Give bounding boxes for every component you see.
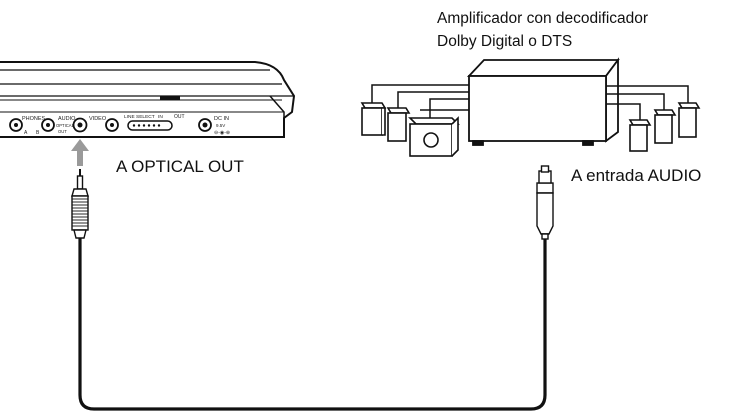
phones-a-label: A — [24, 130, 28, 136]
amplifier-title-line1: Amplificador con decodificador — [437, 10, 649, 27]
speaker-rear-right — [677, 102, 701, 138]
speaker-center — [628, 119, 652, 152]
dc-in-label: DC IN — [214, 116, 229, 122]
speaker-wires — [371, 84, 689, 120]
toslink-plug — [536, 165, 554, 240]
line-select-label: LINE SELECT — [124, 114, 155, 120]
optical-cable — [71, 165, 554, 411]
optical-out-label: A OPTICAL OUT — [116, 157, 244, 176]
out-switch-label: OUT — [174, 114, 185, 120]
amplifier — [466, 57, 620, 146]
speakers-right — [628, 102, 701, 152]
audio-label: AUDIO — [58, 116, 76, 122]
amplifier-title-line2: Dolby Digital o DTS — [437, 33, 573, 50]
in-label: IN — [158, 114, 163, 120]
speakers-left — [360, 102, 460, 157]
mini-plug — [71, 169, 89, 239]
player-panel: PHONES A B AUDIO OPTICAL OUT VIDEO LINE … — [9, 114, 230, 136]
amplifier-title: Amplificador con decodificador Dolby Dig… — [437, 7, 648, 53]
audio-input-label: A entrada AUDIO — [571, 166, 702, 185]
polarity-symbol: ⊖-◉-⊕ — [214, 130, 230, 136]
cable-line — [78, 238, 547, 411]
speaker-rear-left — [386, 107, 411, 142]
subwoofer — [408, 116, 460, 157]
voltage-label: 9.5V — [216, 123, 225, 128]
out-label: OUT — [58, 129, 67, 134]
speaker-front-right — [653, 109, 677, 144]
video-label: VIDEO — [89, 116, 107, 122]
speaker-front-left — [360, 102, 387, 136]
optical-label: OPTICAL — [56, 123, 75, 128]
insertion-arrow — [71, 139, 89, 166]
switch-dots — [132, 124, 161, 127]
dvd-player — [0, 61, 296, 138]
phones-b-label: B — [36, 130, 40, 136]
phones-label: PHONES — [22, 116, 46, 122]
